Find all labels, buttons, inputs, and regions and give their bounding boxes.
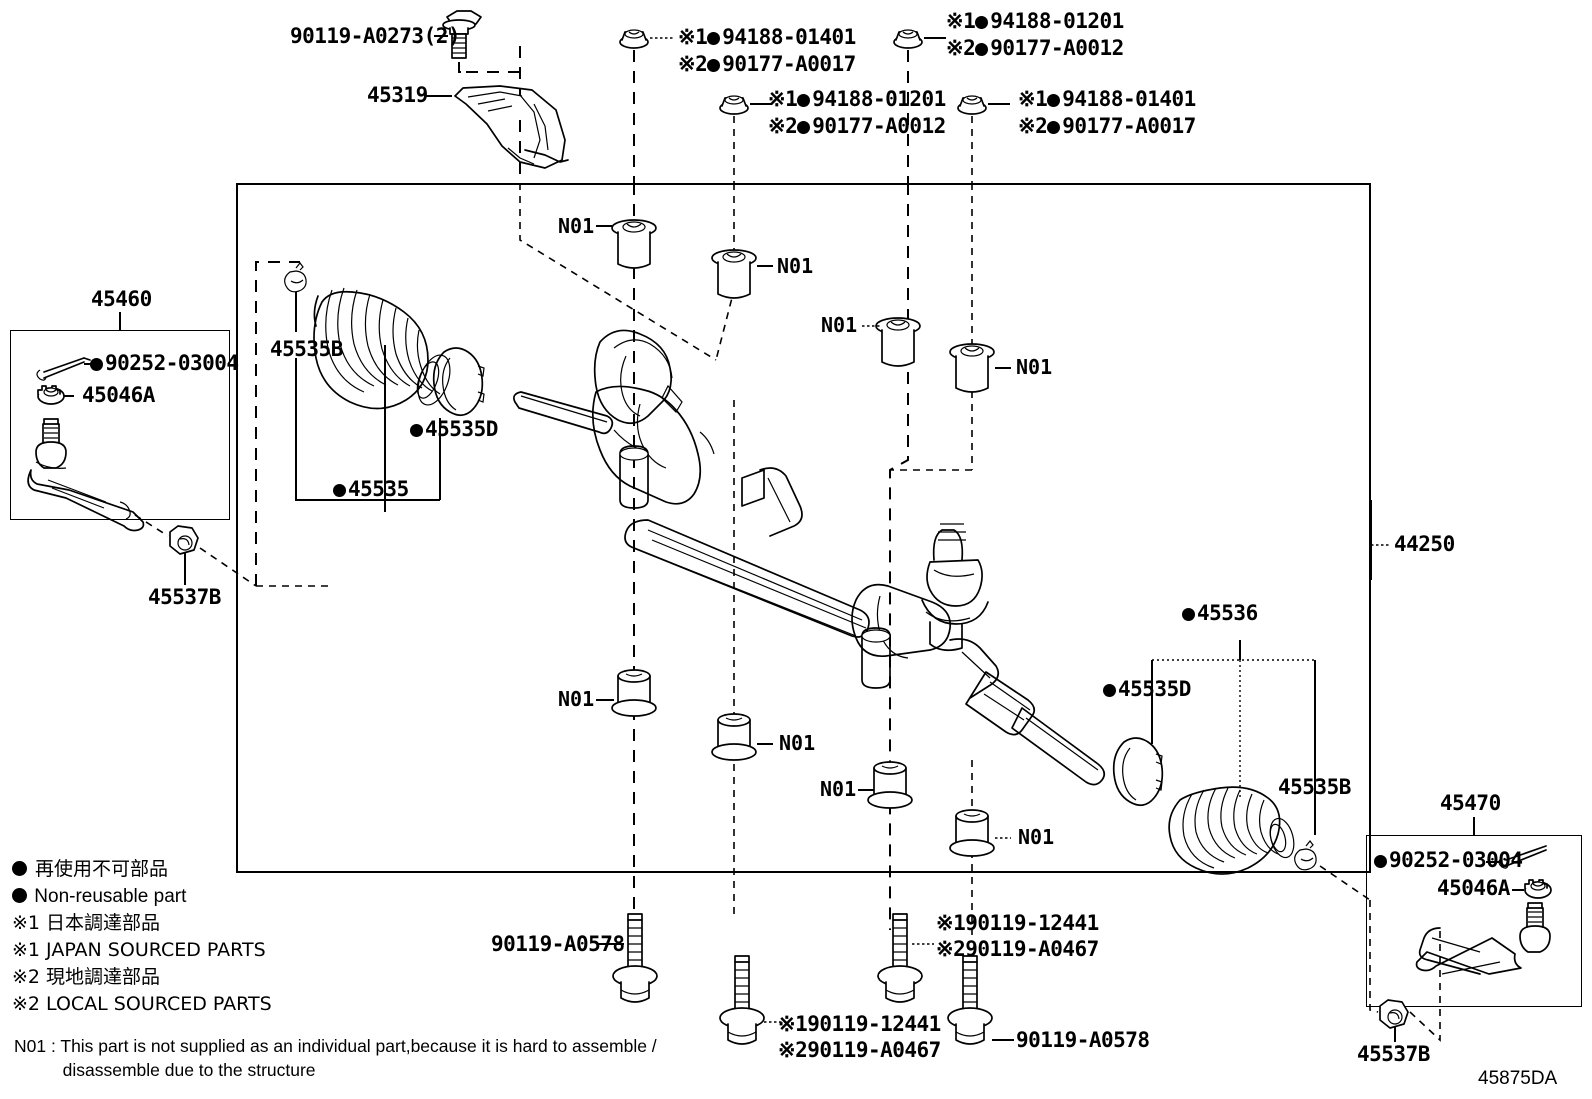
label-clamp-45535b-right: 45535B <box>1278 775 1351 799</box>
bolt-art-1 <box>612 913 658 1003</box>
label-n01-u1: N01 <box>558 214 595 238</box>
mark-2: ※2 <box>678 52 708 77</box>
label-rack-end-45537b-right: 45537B <box>1357 1042 1430 1066</box>
rack-end-grommet-left <box>169 525 199 555</box>
label-n01-l3: N01 <box>820 777 857 801</box>
part-number: 90177-A0017 <box>1062 114 1196 139</box>
bracket-45319-art <box>454 85 569 169</box>
part-number: 45535D <box>425 417 498 441</box>
part-number: 90119-A0467 <box>807 1038 941 1063</box>
label-bolt-1: 90119-A0578 <box>491 932 625 956</box>
main-diagram-frame <box>236 183 1371 873</box>
label-n01-u4: N01 <box>1016 355 1053 379</box>
part-number: 94188-01401 <box>1062 87 1196 111</box>
mark-2: ※2 <box>946 36 976 61</box>
bolt-callout-2: ※190119-12441 ※290119-A0467 <box>778 1012 941 1061</box>
nut-art-2 <box>893 29 923 49</box>
part-number: 90177-A0012 <box>812 114 946 139</box>
part-number: 94188-01201 <box>990 9 1124 33</box>
legend-note-n01: N01 : This part is not supplied as an in… <box>14 1036 657 1080</box>
mark-1: ※1 <box>678 25 708 49</box>
label-n01-u3: N01 <box>821 313 858 337</box>
mark-2: ※2 <box>778 1038 808 1063</box>
mark-2: ※2 <box>936 937 966 962</box>
legend-mark1-en: ※1 JAPAN SOURCED PARTS <box>12 939 266 961</box>
part-number: 90177-A0012 <box>990 36 1124 61</box>
part-number: 90252-03004 <box>1389 848 1523 872</box>
part-number: 94188-01201 <box>812 87 946 111</box>
mark-1: ※1 <box>936 911 966 935</box>
legend-mark1-jp: ※1 日本調達部品 <box>12 912 161 934</box>
nonreusable-dot-icon <box>12 861 27 876</box>
nut-callout-3: ※1 94188-01201 ※2 90177-A0012 <box>768 87 946 137</box>
mark-1: ※1 <box>778 1012 808 1036</box>
legend-mark2-jp: ※2 現地調達部品 <box>12 966 161 988</box>
mark-1: ※1 <box>946 9 976 33</box>
part-number: 45535D <box>1118 677 1191 701</box>
legend-mark2-en: ※2 LOCAL SOURCED PARTS <box>12 993 272 1015</box>
label-cotter-pin-left: 90252-03004 <box>90 352 239 374</box>
diagram-code: 45875DA <box>1478 1068 1558 1089</box>
mark-1: ※1 <box>1018 87 1048 111</box>
nonreusable-dot-icon <box>12 888 27 903</box>
part-number: 45535 <box>348 477 409 501</box>
part-number: 90177-A0017 <box>722 52 856 77</box>
label-n01-l2: N01 <box>779 731 816 755</box>
label-castle-nut-left: 45046A <box>82 383 155 407</box>
bolt-art-2 <box>719 955 765 1045</box>
part-number: 90252-03004 <box>105 351 239 375</box>
bolt-art-4 <box>947 955 993 1045</box>
label-clip-45535d-left: 45535D <box>410 418 498 440</box>
label-clip-45535d-right: 45535D <box>1103 678 1191 700</box>
label-cotter-pin-right: 90252-03004 <box>1374 849 1523 871</box>
label-clamp-45535b-left: 45535B <box>270 337 343 361</box>
label-n01-l1: N01 <box>558 687 595 711</box>
nut-art-4 <box>957 95 987 115</box>
label-bolt-a0273: 90119-A0273(2) <box>290 24 461 48</box>
part-number: 45536 <box>1197 601 1258 625</box>
nut-art-3 <box>719 95 749 115</box>
label-main-assembly-44250: 44250 <box>1394 532 1455 556</box>
label-rack-end-45537b-left: 45537B <box>148 585 221 609</box>
mark-2: ※2 <box>768 114 798 139</box>
nut-callout-2: ※1 94188-01201 ※2 90177-A0012 <box>946 9 1124 59</box>
label-n01-l4: N01 <box>1018 825 1055 849</box>
label-boot-kit-45536: 45536 <box>1182 602 1258 624</box>
part-number: 90119-12441 <box>807 1012 941 1036</box>
legend-nonreusable-jp: 再使用不可部品 <box>12 858 168 882</box>
mark-2: ※2 <box>1018 114 1048 139</box>
label-right-panel-45470: 45470 <box>1440 791 1501 815</box>
label-bolt-4: 90119-A0578 <box>1016 1028 1150 1052</box>
bolt-art-3 <box>877 913 923 1003</box>
right-tie-rod-box <box>1366 835 1582 1007</box>
part-number: 94188-01401 <box>722 25 856 49</box>
part-number: 90119-A0467 <box>965 937 1099 962</box>
mark-1: ※1 <box>768 87 798 111</box>
nut-art-1 <box>619 29 649 49</box>
label-boot-45535: 45535 <box>333 478 409 500</box>
nut-callout-1: ※1 94188-01401 ※2 90177-A0017 <box>678 25 856 75</box>
label-left-panel-45460: 45460 <box>91 287 152 311</box>
bolt-callout-3: ※190119-12441 ※290119-A0467 <box>936 911 1099 960</box>
label-bracket-45319: 45319 <box>367 83 428 107</box>
label-n01-u2: N01 <box>777 254 814 278</box>
legend-nonreusable-en: Non-reusable part <box>12 885 186 909</box>
label-castle-nut-right: 45046A <box>1437 876 1510 900</box>
nut-callout-4: ※1 94188-01401 ※2 90177-A0017 <box>1018 87 1196 137</box>
part-number: 90119-12441 <box>965 911 1099 935</box>
